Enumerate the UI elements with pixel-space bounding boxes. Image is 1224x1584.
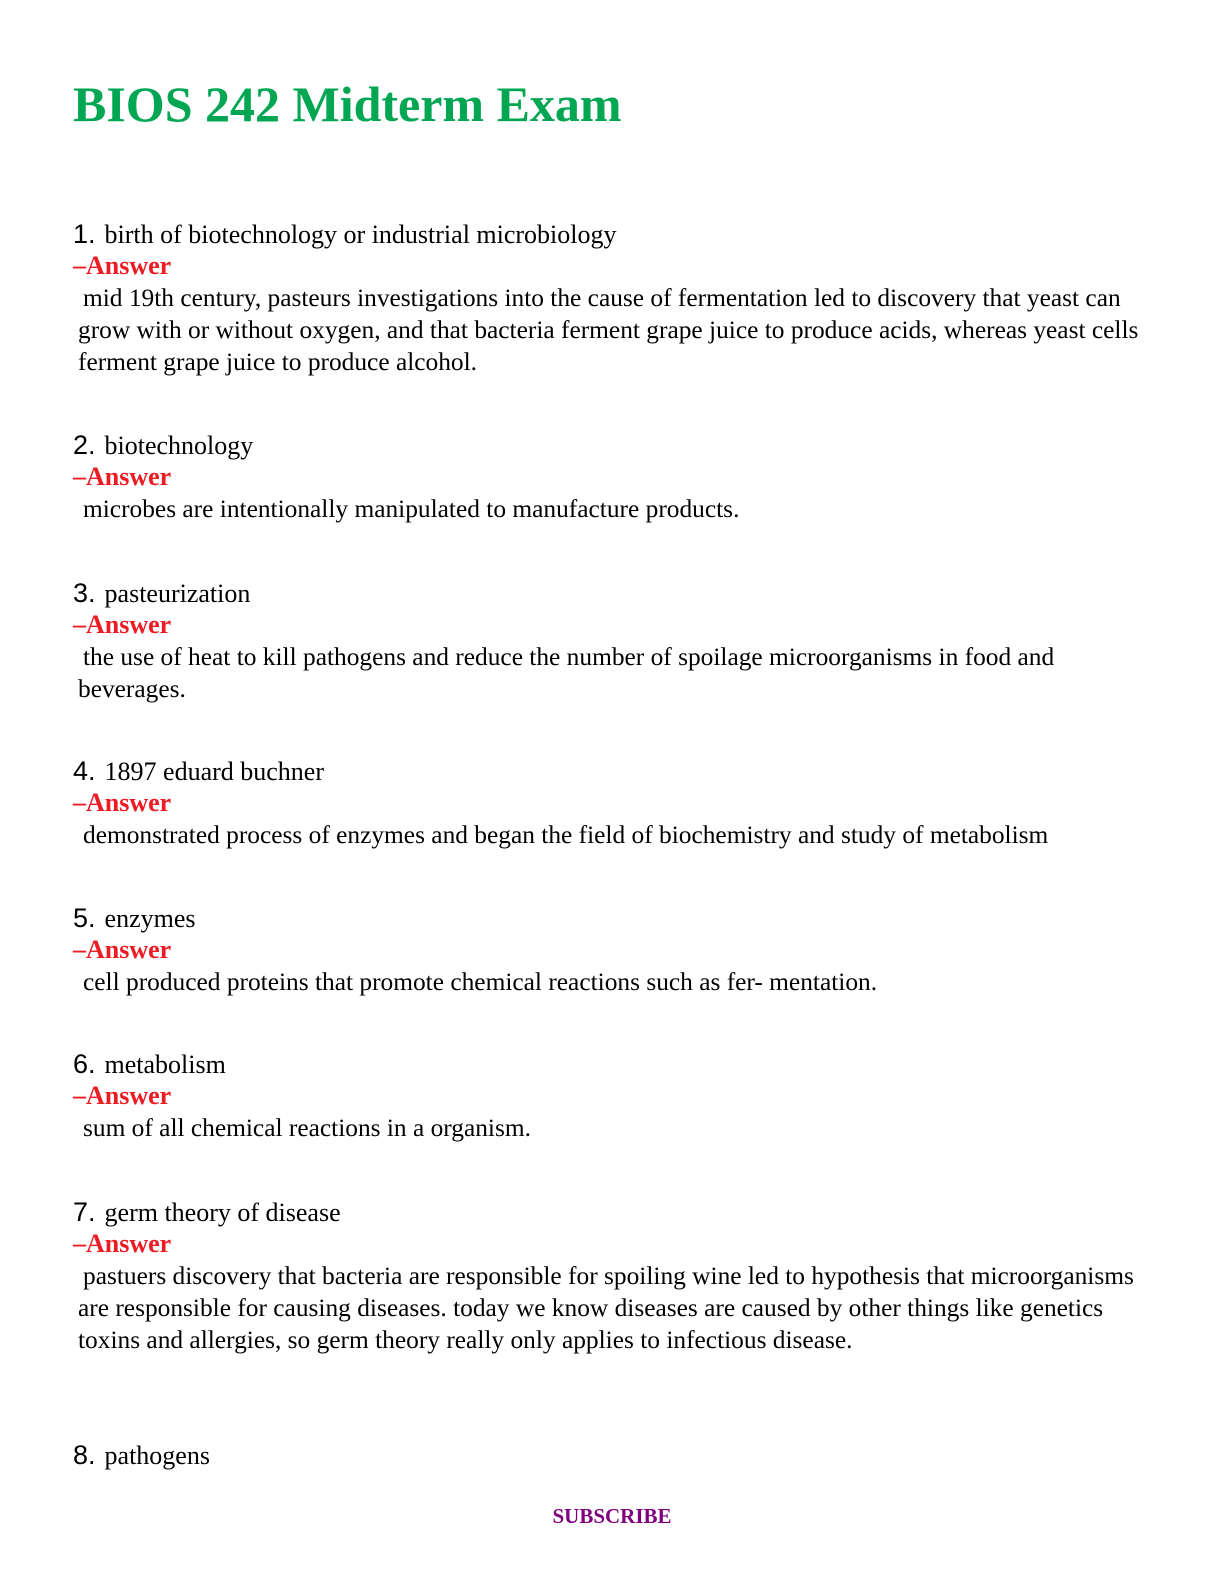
answer-text-content: the use of heat to kill pathogens and re… (78, 643, 1055, 703)
answer-text-content: sum of all chemical reactions in a organ… (83, 1114, 531, 1142)
question-number: 2. (73, 430, 96, 460)
question-number: 5. (73, 903, 96, 933)
answer-text-content: demonstrated process of enzymes and bega… (83, 821, 1049, 849)
question-heading: 3. pasteurization (73, 577, 1148, 609)
answer-text-content: microbes are intentionally manipulated t… (83, 495, 740, 523)
answer-text: microbes are intentionally manipulated t… (73, 493, 1148, 525)
question-item-6: 6. metabolism –Answer sum of all chemical… (73, 1048, 1148, 1144)
question-item-5: 5. enzymes –Answer cell produced proteins… (73, 902, 1148, 998)
subscribe-link[interactable]: SUBSCRIBE (552, 1504, 672, 1528)
question-term: enzymes (104, 904, 196, 933)
question-number: 3. (73, 578, 96, 608)
answer-text-content: cell produced proteins that promote chem… (83, 968, 878, 996)
answer-text-content: mid 19th century, pasteurs investigation… (78, 284, 1139, 376)
question-item-8: 8. pathogens (73, 1439, 1148, 1471)
answer-label: –Answer (73, 788, 172, 817)
question-number: 4. (73, 756, 96, 786)
page-title: BIOS 242 Midterm Exam (73, 76, 622, 132)
question-heading: 8. pathogens (73, 1439, 1148, 1471)
question-heading: 2. biotechnology (73, 429, 1148, 461)
question-term: germ theory of disease (104, 1198, 341, 1227)
answer-label: –Answer (73, 462, 172, 491)
answer-label: –Answer (73, 1229, 172, 1258)
question-heading: 5. enzymes (73, 902, 1148, 934)
question-number: 7. (73, 1197, 96, 1227)
question-item-2: 2. biotechnology –Answer microbes are int… (73, 429, 1148, 525)
question-term: pathogens (104, 1441, 210, 1470)
answer-text: the use of heat to kill pathogens and re… (73, 641, 1148, 705)
answer-text-content: pastuers discovery that bacteria are res… (78, 1262, 1134, 1354)
question-item-4: 4. 1897 eduard buchner –Answer demonstrat… (73, 755, 1148, 851)
question-item-1: 1. birth of biotechnology or industrial m… (73, 218, 1148, 378)
answer-text: pastuers discovery that bacteria are res… (73, 1260, 1148, 1356)
question-number: 1. (73, 219, 96, 249)
question-number: 8. (73, 1440, 96, 1470)
question-heading: 4. 1897 eduard buchner (73, 755, 1148, 787)
question-item-7: 7. germ theory of disease –Answer pastuer… (73, 1196, 1148, 1356)
question-item-3: 3. pasteurization –Answer the use of heat… (73, 577, 1148, 705)
answer-text: mid 19th century, pasteurs investigation… (73, 282, 1148, 378)
answer-label: –Answer (73, 935, 172, 964)
answer-label: –Answer (73, 1081, 172, 1110)
question-heading: 6. metabolism (73, 1048, 1148, 1080)
question-number: 6. (73, 1049, 96, 1079)
answer-text: sum of all chemical reactions in a organ… (73, 1112, 1148, 1144)
answer-label: –Answer (73, 610, 172, 639)
question-term: birth of biotechnology or industrial mic… (104, 220, 617, 249)
question-term: pasteurization (104, 579, 251, 608)
answer-text: demonstrated process of enzymes and bega… (73, 819, 1148, 851)
question-term: 1897 eduard buchner (104, 757, 325, 786)
question-heading: 7. germ theory of disease (73, 1196, 1148, 1228)
answer-text: cell produced proteins that promote chem… (73, 966, 1148, 998)
question-term: metabolism (104, 1050, 226, 1079)
question-term: biotechnology (104, 431, 254, 460)
answer-label: –Answer (73, 251, 172, 280)
question-heading: 1. birth of biotechnology or industrial m… (73, 218, 1148, 250)
